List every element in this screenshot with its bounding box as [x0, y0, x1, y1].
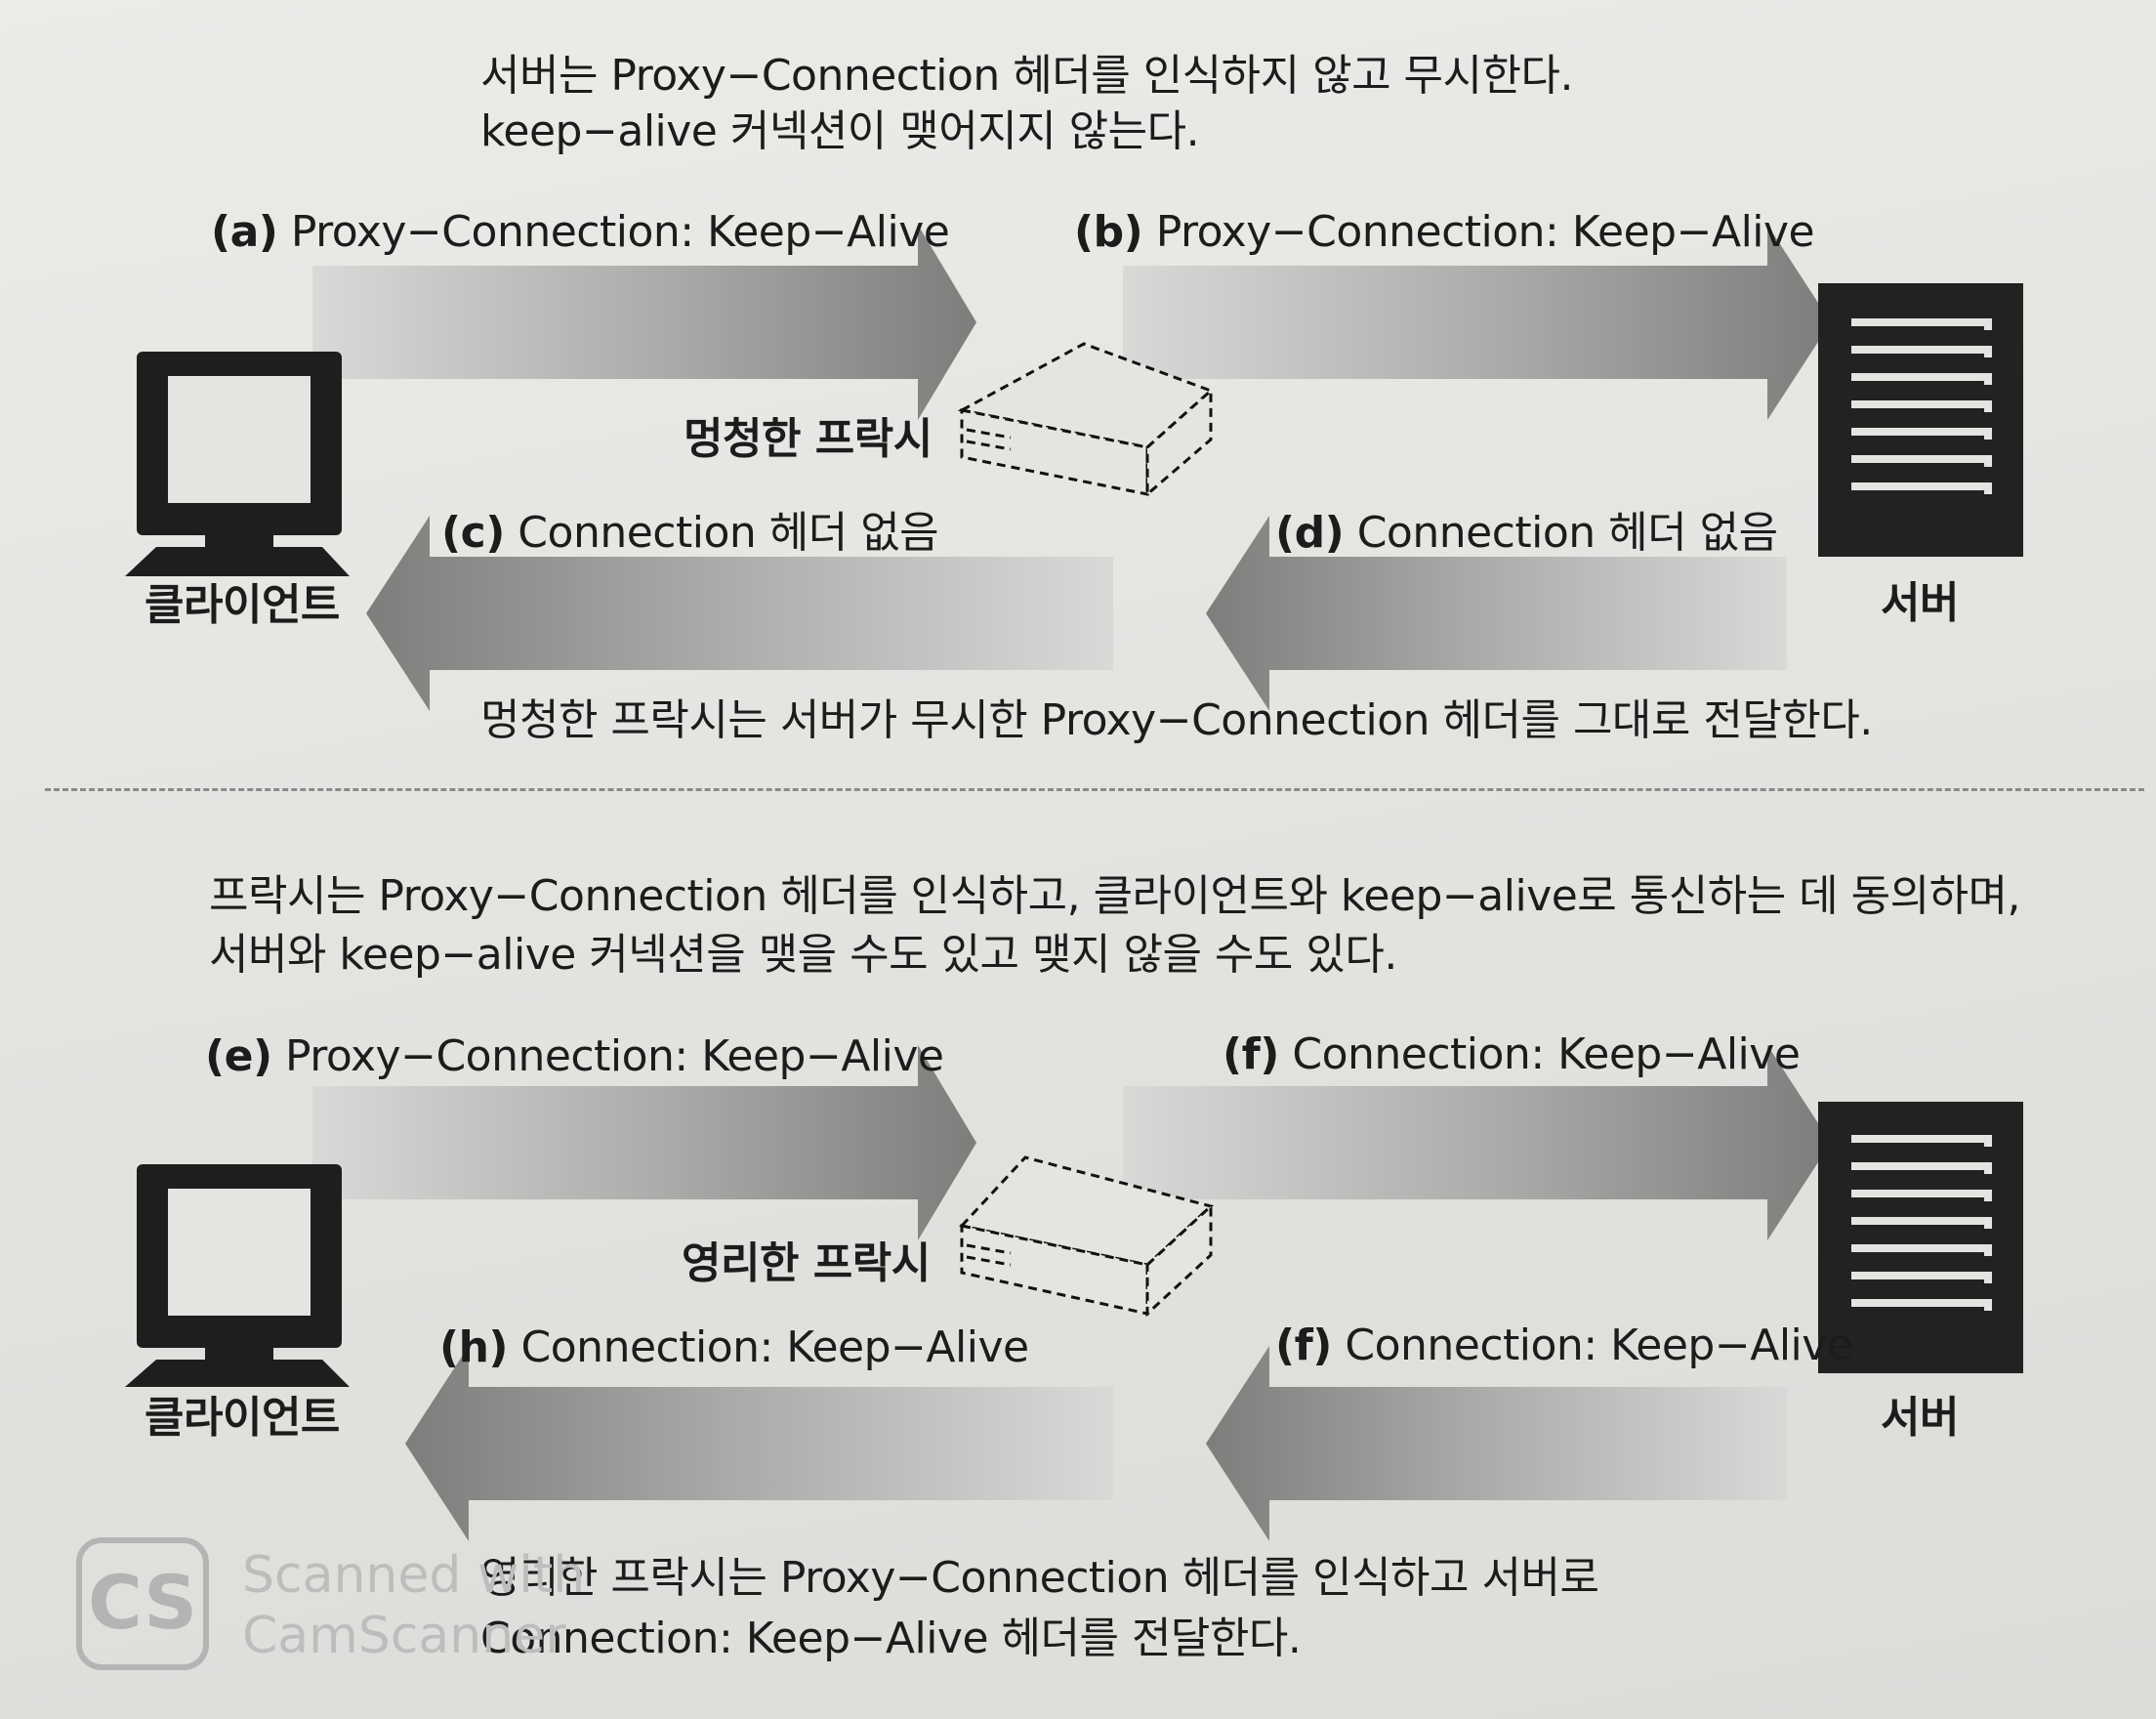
arrow-d: [1206, 516, 1787, 711]
label-c-tag: (c): [441, 508, 505, 558]
top-caption-line2: keep−alive 커넥션이 맺어지지 않는다.: [480, 106, 1200, 156]
server-label: 서버: [1881, 578, 1959, 628]
arrow-f-outbound: [1123, 1045, 1831, 1240]
server-label-2: 서버: [1881, 1393, 1959, 1443]
label-b-tag: (b): [1074, 207, 1143, 257]
label-a-text: Proxy−Connection: Keep−Alive: [277, 207, 950, 257]
camscanner-watermark: CS Scanned with CamScanner: [76, 1537, 585, 1672]
label-b-text: Proxy−Connection: Keep−Alive: [1142, 207, 1815, 257]
server-icon: [1818, 283, 2023, 557]
label-h-text: Connection: Keep−Alive: [508, 1322, 1030, 1372]
arrow-f-return: [1206, 1346, 1787, 1541]
label-f-return-tag: (f): [1275, 1321, 1332, 1370]
arrow-a: [312, 225, 976, 420]
label-f-outbound: (f) Connection: Keep−Alive: [1223, 1033, 1801, 1076]
label-f-outbound-tag: (f): [1223, 1029, 1279, 1079]
bottom-caption-line1: 프락시는 Proxy−Connection 헤더를 인식하고, 클라이언트와 k…: [209, 871, 2021, 921]
client-label-2: 클라이언트: [145, 1393, 340, 1443]
label-f-return: (f) Connection: Keep−Alive: [1275, 1321, 1853, 1370]
label-a-tag: (a): [211, 207, 278, 257]
section-divider: [45, 788, 2144, 791]
server-icon-2: [1818, 1102, 2023, 1373]
label-e-text: Proxy−Connection: Keep−Alive: [271, 1031, 944, 1081]
label-d: (d) Connection 헤더 없음: [1275, 512, 1778, 555]
client-computer-icon: [125, 352, 350, 576]
arrow-b: [1123, 225, 1831, 420]
label-b: (b) Proxy−Connection: Keep−Alive: [1074, 211, 1815, 254]
smart-proxy-box-icon: [959, 1155, 1215, 1318]
top-bottom-caption: 멍청한 프락시는 서버가 무시한 Proxy−Connection 헤더를 그대…: [480, 695, 1873, 745]
bottom-final-caption-line2: Connection: Keep−Alive 헤더를 전달한다.: [480, 1614, 1302, 1663]
top-caption-line1: 서버는 Proxy−Connection 헤더를 인식하지 않고 무시한다.: [480, 51, 1573, 101]
watermark-line1: Scanned with: [242, 1546, 586, 1605]
arrow-c: [366, 516, 1113, 711]
arrow-e: [312, 1045, 976, 1240]
label-d-tag: (d): [1275, 508, 1345, 558]
label-h-tag: (h): [439, 1322, 509, 1372]
bottom-caption-line2: 서버와 keep−alive 커넥션을 맺을 수도 있고 맺지 않을 수도 있다…: [209, 930, 1397, 980]
label-a: (a) Proxy−Connection: Keep−Alive: [211, 211, 950, 254]
dumb-proxy-label: 멍청한 프락시: [684, 414, 933, 464]
dumb-proxy-box-icon: [957, 342, 1214, 498]
camscanner-logo-icon: CS: [76, 1537, 209, 1670]
bottom-final-caption-line1: 영리한 프락시는 Proxy−Connection 헤더를 인식하고 서버로: [480, 1553, 1599, 1603]
label-c-text: Connection 헤더 없음: [504, 508, 939, 558]
label-c: (c) Connection 헤더 없음: [441, 512, 939, 555]
label-d-text: Connection 헤더 없음: [1344, 508, 1778, 558]
label-e-tag: (e): [205, 1031, 272, 1081]
label-e: (e) Proxy−Connection: Keep−Alive: [205, 1035, 944, 1078]
label-f-return-text: Connection: Keep−Alive: [1331, 1321, 1853, 1370]
watermark-text: Scanned with CamScanner: [242, 1545, 585, 1666]
client-computer-icon-2: [125, 1164, 350, 1387]
client-label: 클라이언트: [145, 580, 340, 630]
watermark-line2: CamScanner: [242, 1607, 566, 1665]
label-f-outbound-text: Connection: Keep−Alive: [1278, 1029, 1801, 1079]
label-h: (h) Connection: Keep−Alive: [439, 1326, 1029, 1369]
arrow-h: [405, 1346, 1113, 1541]
smart-proxy-label: 영리한 프락시: [682, 1238, 931, 1288]
